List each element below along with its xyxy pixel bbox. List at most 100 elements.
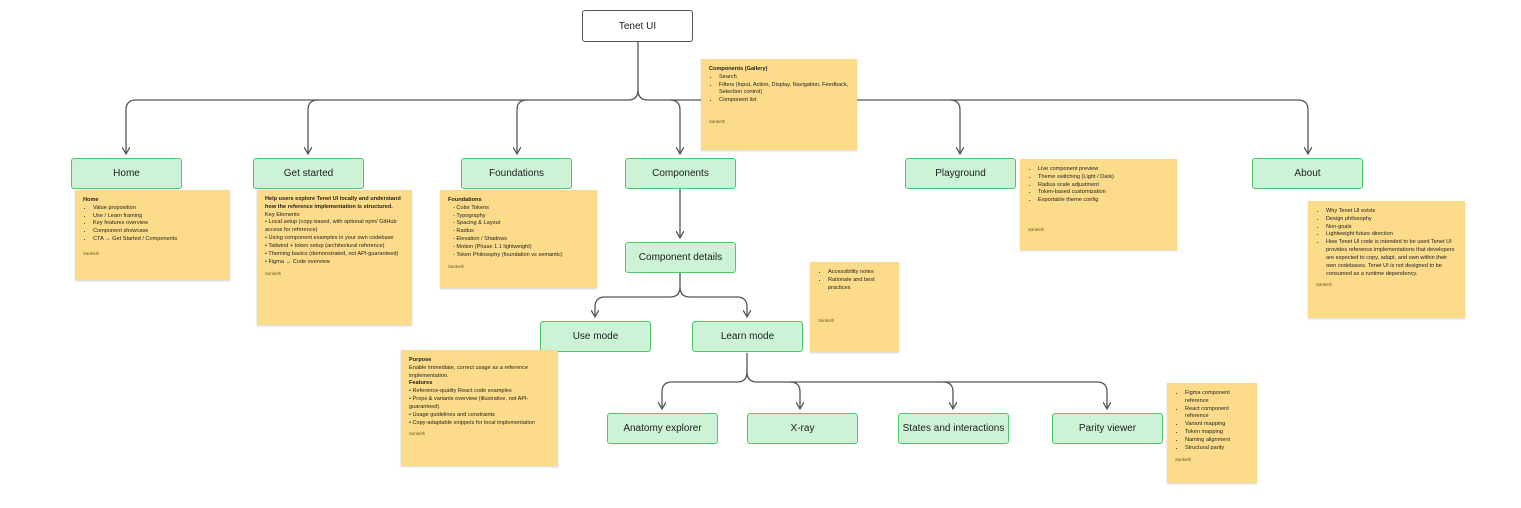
list-item: Accessibility notes — [828, 269, 891, 277]
list-item: - Color Tokens — [453, 204, 489, 211]
connector-learn-trunk — [662, 353, 748, 408]
sticky-note-component-details: Accessibility notes Rationale and best p… — [810, 262, 899, 352]
node-use-mode-label: Use mode — [572, 331, 619, 342]
list-item: Exportable theme config — [1038, 197, 1169, 205]
list-item: Variant mapping — [1185, 421, 1249, 429]
node-components: Components — [625, 158, 736, 189]
note-author: Sanketh — [409, 431, 426, 437]
node-learn-mode-label: Learn mode — [720, 331, 775, 342]
list-item: - Spacing & Layout — [453, 220, 501, 227]
node-anatomy-explorer-label: Anatomy explorer — [623, 423, 702, 434]
list-item: Key features overview — [93, 220, 222, 228]
note-author: Sanketh — [1175, 456, 1192, 462]
connector-root-right — [637, 89, 1308, 153]
list-item: • Props & variants overview (illustrativ… — [409, 396, 529, 410]
connector-components — [669, 99, 680, 153]
list-item: • Tailwind + token setup (architectural … — [265, 242, 385, 249]
node-home-label: Home — [113, 168, 140, 179]
connector-x-ray — [789, 381, 800, 408]
note-get-started-title: Help users explore Tenet UI locally and … — [265, 196, 401, 210]
list-item: Filters (Input, Action, Display, Navigat… — [719, 82, 849, 98]
root-node: Tenet UI — [582, 10, 693, 42]
node-component-details: Component details — [625, 242, 736, 273]
list-item: Component showcase — [93, 228, 222, 236]
node-component-details-label: Component details — [638, 252, 723, 263]
sticky-note-about: Why Tenet UI exists Design philosophy No… — [1308, 201, 1465, 318]
node-playground: Playground — [905, 158, 1016, 189]
note-author: Sanketh — [1316, 282, 1333, 288]
sticky-note-foundations: Foundations - Color Tokens - Typography … — [440, 190, 597, 288]
sticky-note-parity: Figma component reference React componen… — [1167, 383, 1257, 483]
connector-root-trunk — [126, 42, 639, 153]
note-author: Sanketh — [818, 318, 835, 324]
list-item: • Figma ↔ Code overview — [265, 258, 330, 265]
list-item: Non-goals — [1326, 224, 1457, 232]
node-use-mode: Use mode — [540, 321, 651, 352]
sticky-note-playground: Live component preview Theme switching (… — [1020, 159, 1177, 250]
list-item: Why Tenet UI exists — [1326, 208, 1457, 216]
list-item: Component list — [719, 97, 849, 105]
note-author: Sanketh — [709, 119, 726, 125]
node-playground-label: Playground — [935, 168, 986, 179]
note-components-title: Components (Gallery) — [709, 66, 768, 72]
connector-learn-mode — [679, 286, 747, 316]
connector-foundations — [517, 99, 528, 153]
list-item: • Theming basics (demonstrated, not API-… — [265, 250, 399, 257]
list-item: Token-based customization — [1038, 189, 1169, 197]
list-item: Lightweight future direction — [1326, 231, 1457, 239]
note-use-mode-purpose: Enable immediate, correct usage as a ref… — [409, 364, 529, 379]
note-foundations-title: Foundations — [448, 197, 482, 203]
note-author: Sanketh — [83, 250, 100, 256]
note-use-mode-title: Purpose — [409, 357, 432, 363]
list-item: Live component preview — [1038, 166, 1169, 174]
list-item: - Typography — [453, 212, 486, 219]
node-get-started-label: Get started — [283, 168, 334, 179]
connector-modes-trunk — [595, 273, 681, 316]
list-item: Figma component reference — [1185, 390, 1249, 406]
node-states-interactions: States and interactions — [898, 413, 1009, 444]
list-item: Use / Learn framing — [93, 213, 222, 221]
node-parity-viewer-label: Parity viewer — [1078, 423, 1137, 434]
note-author: Sanketh — [265, 271, 282, 277]
sticky-note-home: Home Value proposition Use / Learn frami… — [75, 190, 230, 280]
list-item: How Tenet UI code is intended to be used… — [1326, 239, 1457, 278]
list-item: Value proposition — [93, 205, 222, 213]
node-x-ray: X-ray — [747, 413, 858, 444]
list-item: • Using component examples in your own c… — [265, 235, 394, 242]
node-x-ray-label: X-ray — [790, 423, 815, 434]
connector-parity — [746, 371, 1107, 408]
node-about: About — [1252, 158, 1363, 189]
list-item: Rationale and best practices — [828, 277, 891, 293]
note-get-started-subtitle: Key Elements — [265, 211, 300, 218]
node-about-label: About — [1294, 168, 1321, 179]
note-author: Sanketh — [1028, 227, 1045, 233]
sticky-note-get-started: Help users explore Tenet UI locally and … — [257, 190, 412, 325]
sticky-note-components: Components (Gallery) Search Filters (Inp… — [701, 59, 857, 150]
list-item: React component reference — [1185, 406, 1249, 422]
note-use-mode-subtitle: Features — [409, 380, 433, 387]
list-item: • Reference-quality React code examples — [409, 388, 512, 395]
node-components-label: Components — [652, 168, 709, 179]
node-anatomy-explorer: Anatomy explorer — [607, 413, 718, 444]
node-foundations-label: Foundations — [488, 168, 545, 179]
note-home-title: Home — [83, 197, 99, 203]
list-item: - Token Philosophy (foundation vs semant… — [453, 251, 563, 258]
list-item: • Copy-adaptable snippets for local impl… — [409, 419, 536, 426]
note-author: Sanketh — [448, 263, 465, 269]
sticky-note-use-mode: Purpose Enable immediate, correct usage … — [401, 350, 558, 466]
node-states-interactions-label: States and interactions — [902, 423, 1005, 434]
list-item: • Usage guidelines and constraints — [409, 411, 495, 418]
node-learn-mode: Learn mode — [692, 321, 803, 352]
list-item: - Radius — [453, 228, 474, 235]
node-foundations: Foundations — [461, 158, 572, 189]
list-item: CTA → Get Started / Components — [93, 236, 222, 244]
node-get-started: Get started — [253, 158, 364, 189]
list-item: Structural parity — [1185, 445, 1249, 453]
list-item: Token mapping — [1185, 429, 1249, 437]
list-item: Theme switching (Light / Dark) — [1038, 174, 1169, 182]
list-item: Search — [719, 74, 849, 82]
root-label: Tenet UI — [618, 20, 657, 32]
list-item: - Elevation / Shadows — [453, 236, 508, 243]
